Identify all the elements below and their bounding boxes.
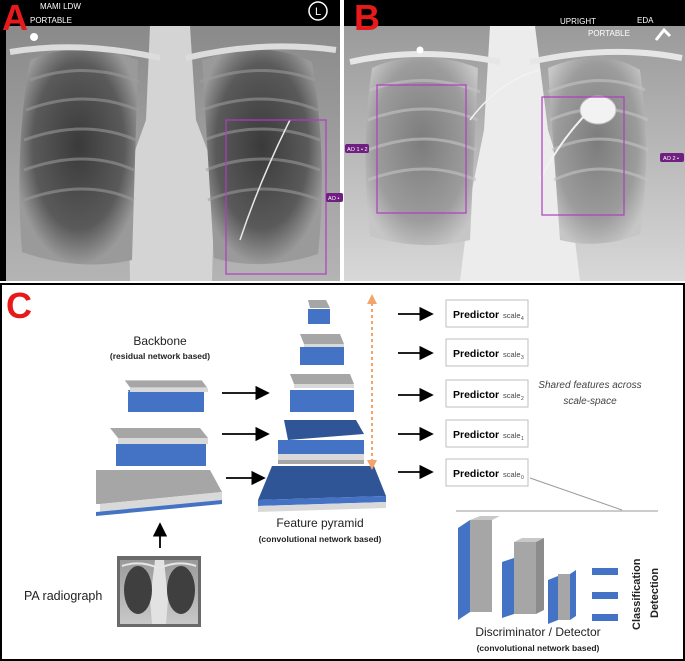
panel-b-letter: B (354, 0, 380, 38)
predictor-scale-word: scale (503, 431, 521, 440)
xray-b-clavicle-left (529, 48, 683, 65)
xray-b-pacemaker-icon (579, 95, 617, 125)
pyramid-subtitle: (convolutional network based) (259, 534, 382, 544)
xray-b-roi-label-right: AO 2 • (663, 156, 679, 162)
xray-b-roi-tag-left (345, 144, 369, 153)
xray-b-overlay-line-1: UPRIGHT (560, 17, 596, 26)
xray-b-mediastinum (460, 26, 580, 281)
predictor-scale-index: 3 (521, 355, 524, 361)
predictor-box-4: Predictor scale 4 (445, 299, 529, 328)
xray-b-corner-marker-icon (654, 27, 672, 41)
predictor-label: Predictor (453, 309, 499, 321)
panel-a-letter: A (2, 0, 28, 38)
xray-b-pacemaker-lead (539, 109, 591, 181)
predictor-label: Predictor (453, 389, 499, 401)
xray-b-roi-box-left (376, 84, 467, 214)
backbone-subtitle: (residual network based) (110, 351, 210, 361)
predictor-scale-word: scale (503, 311, 521, 320)
pyramid-title: Feature pyramid (276, 516, 363, 530)
xray-a-overlay-line-1: MAMI LDW (40, 2, 81, 11)
xray-b-roi-label-left: AO 1 • 2 (347, 147, 368, 153)
backbone-block-middle (110, 428, 208, 466)
scale-space-arrow-head-up (367, 294, 377, 304)
xray-a-left-lung (202, 49, 322, 265)
backbone-title: Backbone (133, 334, 187, 348)
xray-a-clavicle-left (185, 43, 337, 61)
detector-subtitle: (convolutional network based) (477, 643, 600, 653)
predictor-label: Predictor (453, 429, 499, 441)
xray-b-roi-tag-right (660, 153, 684, 162)
predictor-box-3: Predictor scale 3 (445, 338, 529, 367)
backbone-block-top (123, 379, 209, 412)
predictor-box-0: Predictor scale 0 (445, 458, 529, 487)
detector-network (458, 516, 618, 624)
panel-c-letter: C (6, 285, 32, 326)
output-label-classification: Classification (631, 558, 643, 630)
xray-a-overlay-line-2: PORTABLE (30, 16, 72, 25)
scale-space-arrow-head-down (367, 460, 377, 470)
pyramid-level-4 (308, 300, 330, 324)
pa-radiograph-label: PA radiograph (24, 589, 102, 603)
xray-a-ribs (23, 68, 321, 202)
predictor-label: Predictor (453, 468, 499, 480)
xray-b-roi-box-right (541, 96, 625, 216)
predictor-scale-index: 4 (521, 316, 524, 322)
xray-a-electrode-icon (30, 33, 38, 41)
predictor-scale-index: 1 (521, 436, 524, 442)
xray-a-right-lung (19, 49, 138, 265)
xray-b-line (469, 69, 541, 121)
xray-a-orientation-marker (308, 1, 328, 21)
panel-b: UPRIGHT PORTABLE EDA AO 1 • 2 AO 2 • B (344, 0, 685, 281)
pyramid-level-2 (290, 374, 354, 412)
xray-a-clavicle-right (9, 44, 161, 61)
xray-b-clavicle-right (349, 51, 501, 65)
predictor-scale-index: 0 (521, 475, 524, 481)
output-label-detection: Detection (649, 568, 661, 618)
xray-a-roi-label: AO • (328, 196, 339, 202)
shared-features-note-line-2: scale-space (563, 396, 617, 407)
predictor-detector-connector (529, 477, 623, 511)
xray-b-right-lung (365, 57, 478, 246)
predictor-box-1: Predictor scale 1 (445, 419, 529, 448)
predictor-box-2: Predictor scale 2 (445, 379, 529, 408)
pyramid-level-0 (258, 466, 386, 512)
predictor-scale-index: 2 (521, 396, 524, 402)
xray-a-orientation-letter: L (315, 6, 321, 18)
predictor-scale-word: scale (503, 350, 521, 359)
backbone-block-bottom (96, 470, 222, 516)
xray-a-lead-wire (239, 119, 291, 241)
predictor-scale-word: scale (503, 391, 521, 400)
xray-b-overlay-line-2: PORTABLE (588, 29, 630, 38)
predictor-label: Predictor (453, 348, 499, 360)
xray-a-roi-tag (326, 193, 343, 202)
xray-a-mediastinum (128, 26, 215, 281)
detector-title: Discriminator / Detector (475, 625, 600, 639)
shared-features-note-line-1: Shared features across (538, 380, 641, 391)
panel-c: C Backbone (residual network based) (0, 283, 685, 661)
pyramid-level-3 (300, 334, 344, 365)
xray-b-left-lung (548, 57, 646, 244)
predictor-scale-word: scale (503, 470, 521, 479)
pa-radiograph-thumbnail (117, 556, 201, 627)
pyramid-level-1 (278, 420, 364, 464)
panel-a: MAMI LDW PORTABLE L AO • A (0, 0, 343, 281)
xray-b-electrode-icon (416, 46, 424, 54)
xray-b-overlay-line-3: EDA (637, 16, 654, 25)
